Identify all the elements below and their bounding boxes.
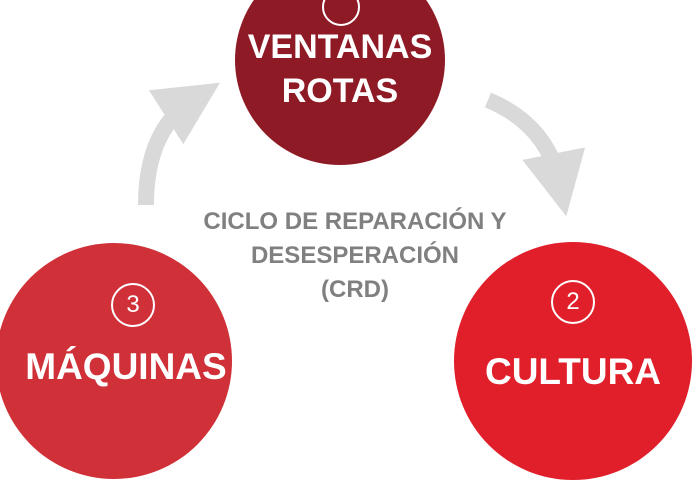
cycle-center-label: CICLO DE REPARACIÓN Y DESESPERACIÓN (CRD…	[175, 205, 535, 307]
node-number-ring: 3	[111, 283, 155, 327]
center-line3: (CRD)	[321, 276, 389, 303]
cycle-arrows	[138, 82, 586, 217]
node-title: VENTANAS ROTAS	[235, 25, 445, 113]
arrow-ventanas-to-cultura	[484, 92, 586, 217]
center-line2: DESESPERACIÓN	[250, 242, 460, 269]
node-title: MÁQUINAS	[25, 346, 227, 387]
node-number: 3	[126, 291, 140, 318]
node-ventanas-rotas: VENTANAS ROTAS	[235, 0, 445, 165]
node-number-ring	[322, 0, 360, 26]
node-title-line1: VENTANAS	[247, 28, 433, 66]
node-number: 2	[566, 288, 580, 315]
node-title-line2: ROTAS	[281, 72, 399, 110]
center-line1: CICLO DE REPARACIÓN Y	[203, 208, 507, 235]
node-number-ring: 2	[551, 280, 595, 324]
node-title: CULTURA	[484, 351, 662, 392]
arrow-maquinas-to-ventanas	[138, 82, 220, 206]
